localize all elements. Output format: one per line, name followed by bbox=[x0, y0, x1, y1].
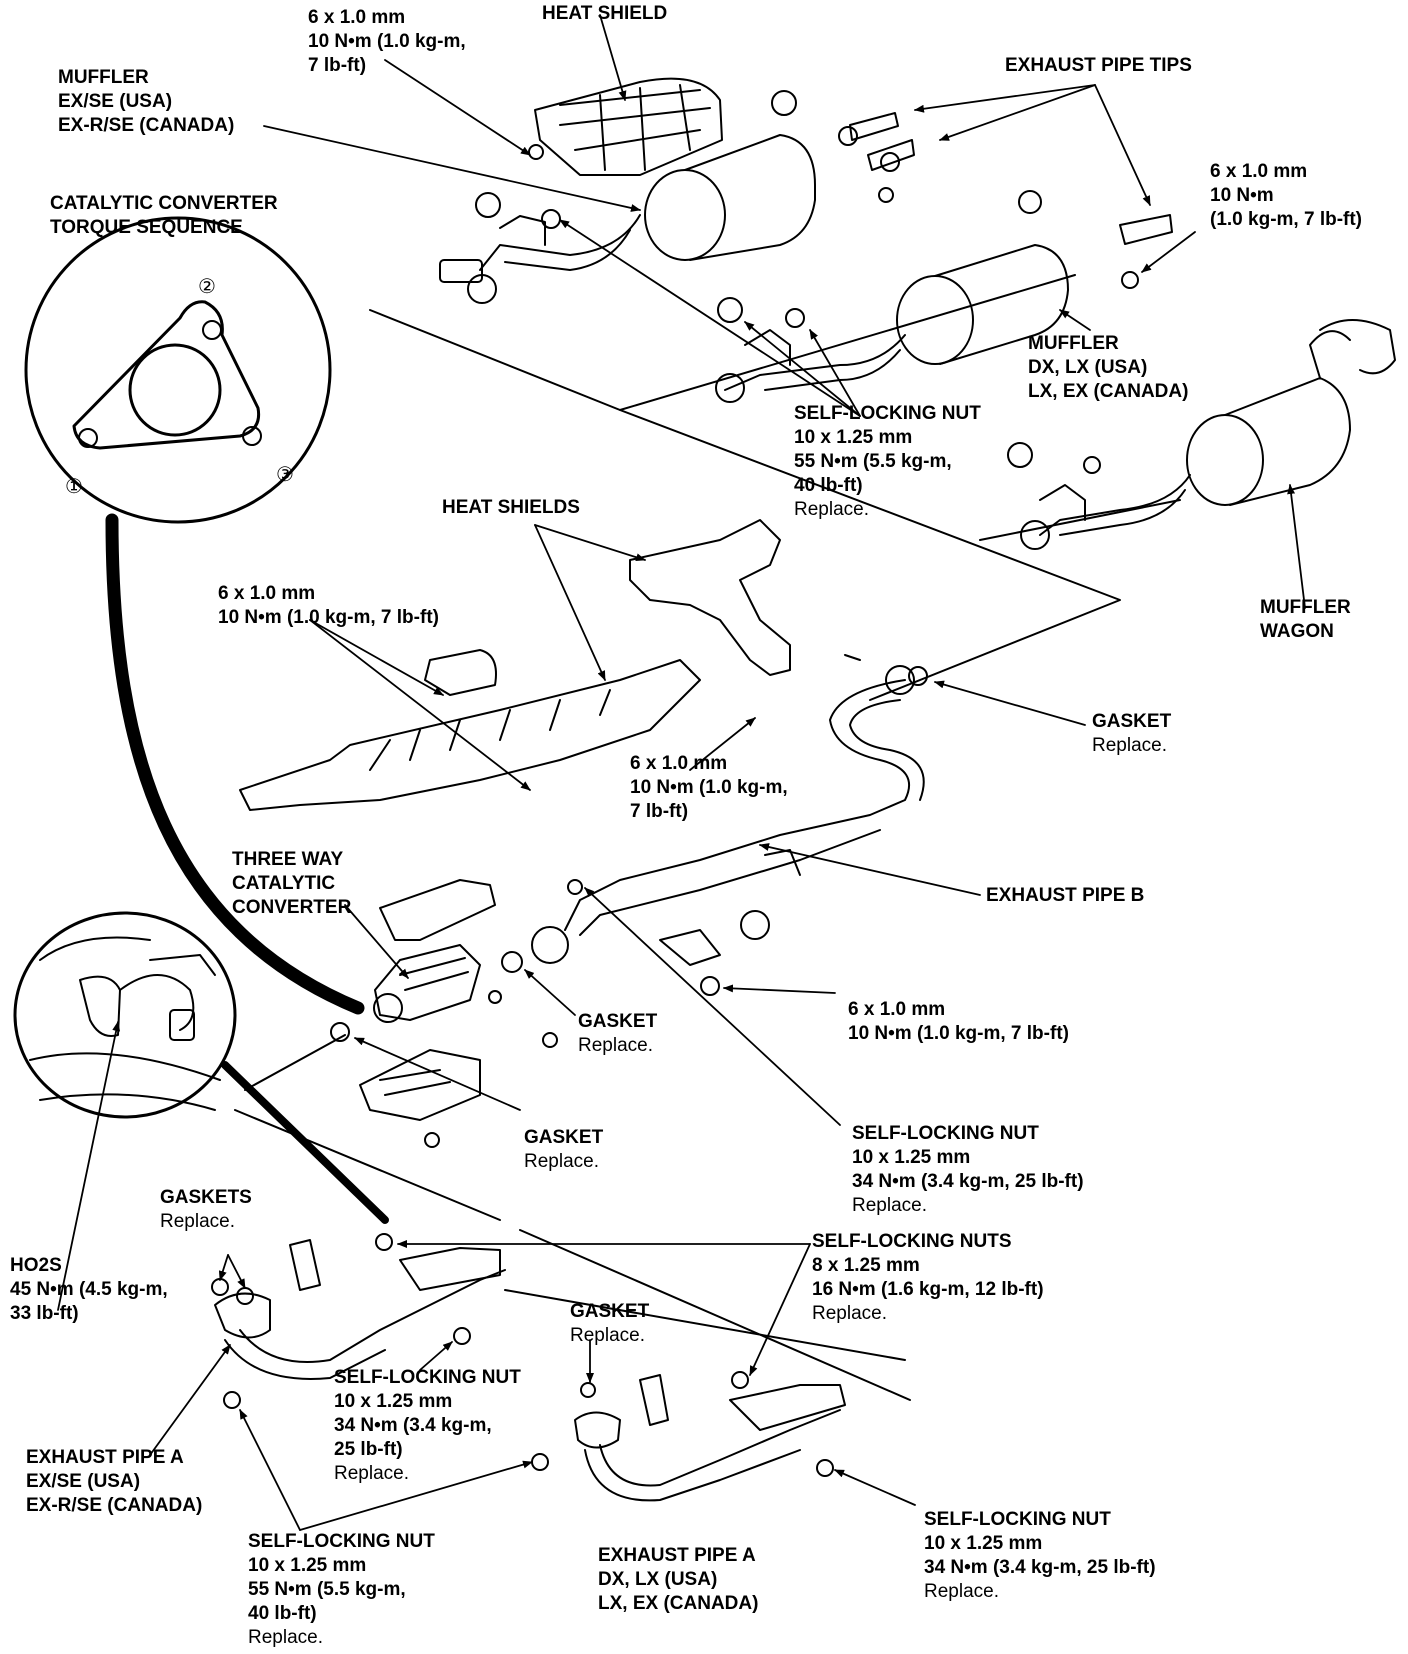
sequence-number-2: ② bbox=[198, 274, 216, 298]
torque-sequence-label: CATALYTIC CONVERTER TORQUE SEQUENCE bbox=[50, 193, 278, 238]
bolt-left-label: 6 x 1.0 mm 10 N•m (1.0 kg-m, 7 lb-ft) bbox=[218, 583, 439, 628]
nut-34-lower-label: SELF-LOCKING NUT 10 x 1.25 mm 34 N•m (3.… bbox=[334, 1367, 521, 1484]
catalytic-converter-drawing bbox=[330, 879, 558, 1148]
gasket-cat-label: GASKET Replace. bbox=[524, 1127, 604, 1172]
ho2s-inset bbox=[13, 911, 237, 1119]
bolt-right-label: 6 x 1.0 mm 10 N•m (1.0 kg-m, 7 lb-ft) bbox=[1210, 161, 1363, 230]
bolt-top-label: 6 x 1.0 mm 10 N•m (1.0 kg-m, 7 lb-ft) bbox=[308, 7, 466, 76]
torque-sequence-inset bbox=[24, 216, 332, 524]
three-way-catalytic-converter-label: THREE WAY CATALYTIC CONVERTER bbox=[232, 849, 352, 918]
nut-mid-label: SELF-LOCKING NUT 10 x 1.25 mm 55 N•m (5.… bbox=[794, 403, 981, 520]
exhaust-pipe-a-dxlx-label: EXHAUST PIPE A DX, LX (USA) LX, EX (CANA… bbox=[598, 1545, 759, 1614]
gasket-right-label: GASKET Replace. bbox=[1092, 711, 1172, 756]
heat-shield-top-drawing bbox=[534, 77, 723, 176]
muffler-wagon-drawing bbox=[1007, 319, 1396, 550]
heat-shields-label: HEAT SHIELDS bbox=[442, 497, 580, 518]
sequence-number-3: ③ bbox=[276, 462, 294, 486]
muffler-exse-drawing bbox=[439, 90, 915, 304]
exhaust-pipe-a-dxlx-drawing bbox=[531, 1371, 846, 1502]
nut-34-center-label: SELF-LOCKING NUT 10 x 1.25 mm 34 N•m (3.… bbox=[852, 1123, 1084, 1216]
exhaust-pipe-b-drawing bbox=[501, 654, 928, 996]
gasket-lower-label: GASKET Replace. bbox=[570, 1301, 650, 1346]
muffler-dxlx-label: MUFFLER DX, LX (USA) LX, EX (CANADA) bbox=[1028, 333, 1189, 402]
nuts-8x125-label: SELF-LOCKING NUTS 8 x 1.25 mm 16 N•m (1.… bbox=[812, 1231, 1044, 1324]
muffler-exse-label: MUFFLER EX/SE (USA) EX-R/SE (CANADA) bbox=[58, 67, 235, 136]
bolt-lower-right-label: 6 x 1.0 mm 10 N•m (1.0 kg-m, 7 lb-ft) bbox=[848, 999, 1069, 1044]
gasket-center-label: GASKET Replace. bbox=[578, 1011, 658, 1056]
muffler-wagon-label: MUFFLER WAGON bbox=[1260, 597, 1351, 642]
nut-34-right-label: SELF-LOCKING NUT 10 x 1.25 mm 34 N•m (3.… bbox=[924, 1509, 1156, 1602]
exhaust-pipe-tips-label: EXHAUST PIPE TIPS bbox=[1005, 55, 1192, 76]
bolt-center-label: 6 x 1.0 mm 10 N•m (1.0 kg-m, 7 lb-ft) bbox=[630, 753, 788, 822]
muffler-dxlx-drawing bbox=[715, 190, 1173, 403]
nut-55-bottom-label: SELF-LOCKING NUT 10 x 1.25 mm 55 N•m (5.… bbox=[248, 1531, 435, 1648]
exhaust-pipe-b-label: EXHAUST PIPE B bbox=[986, 885, 1145, 906]
sequence-number-1: ① bbox=[65, 474, 83, 498]
exhaust-pipe-a-exse-label: EXHAUST PIPE A EX/SE (USA) EX-R/SE (CANA… bbox=[26, 1447, 203, 1516]
exhaust-pipe-a-exse-drawing bbox=[211, 1233, 506, 1409]
heat-shield-top-label: HEAT SHIELD bbox=[542, 3, 668, 24]
heat-shields-middle-drawing bbox=[239, 519, 791, 811]
gaskets-label: GASKETS Replace. bbox=[160, 1187, 252, 1232]
ho2s-label: HO2S 45 N•m (4.5 kg-m, 33 lb-ft) bbox=[10, 1255, 168, 1324]
